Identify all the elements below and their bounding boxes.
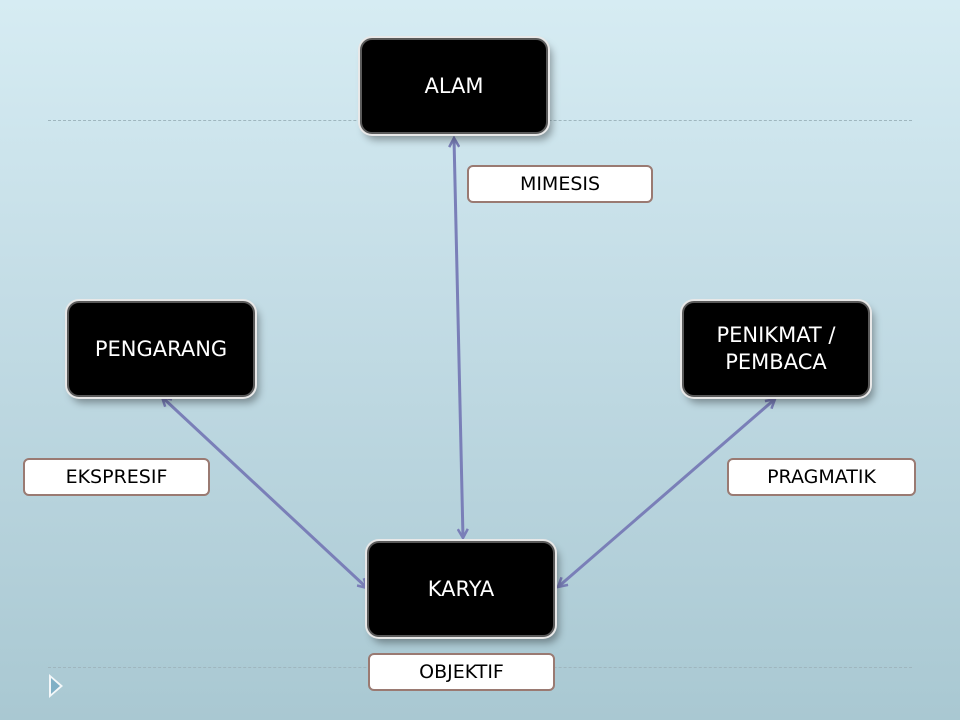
label-ekspresif: EKSPRESIF	[23, 458, 210, 496]
label-objektif: OBJEKTIF	[368, 653, 555, 691]
arrow-alam-karya	[454, 138, 463, 538]
label-pragmatik: PRAGMATIK	[727, 458, 916, 496]
triangle-right-icon	[49, 674, 63, 698]
node-karya: KARYA	[367, 541, 555, 637]
node-alam: ALAM	[360, 38, 548, 134]
label-mimesis: MIMESIS	[467, 165, 653, 203]
node-pengarang: PENGARANG	[67, 301, 255, 397]
node-penikmat-pembaca: PENIKMAT / PEMBACA	[682, 301, 870, 397]
